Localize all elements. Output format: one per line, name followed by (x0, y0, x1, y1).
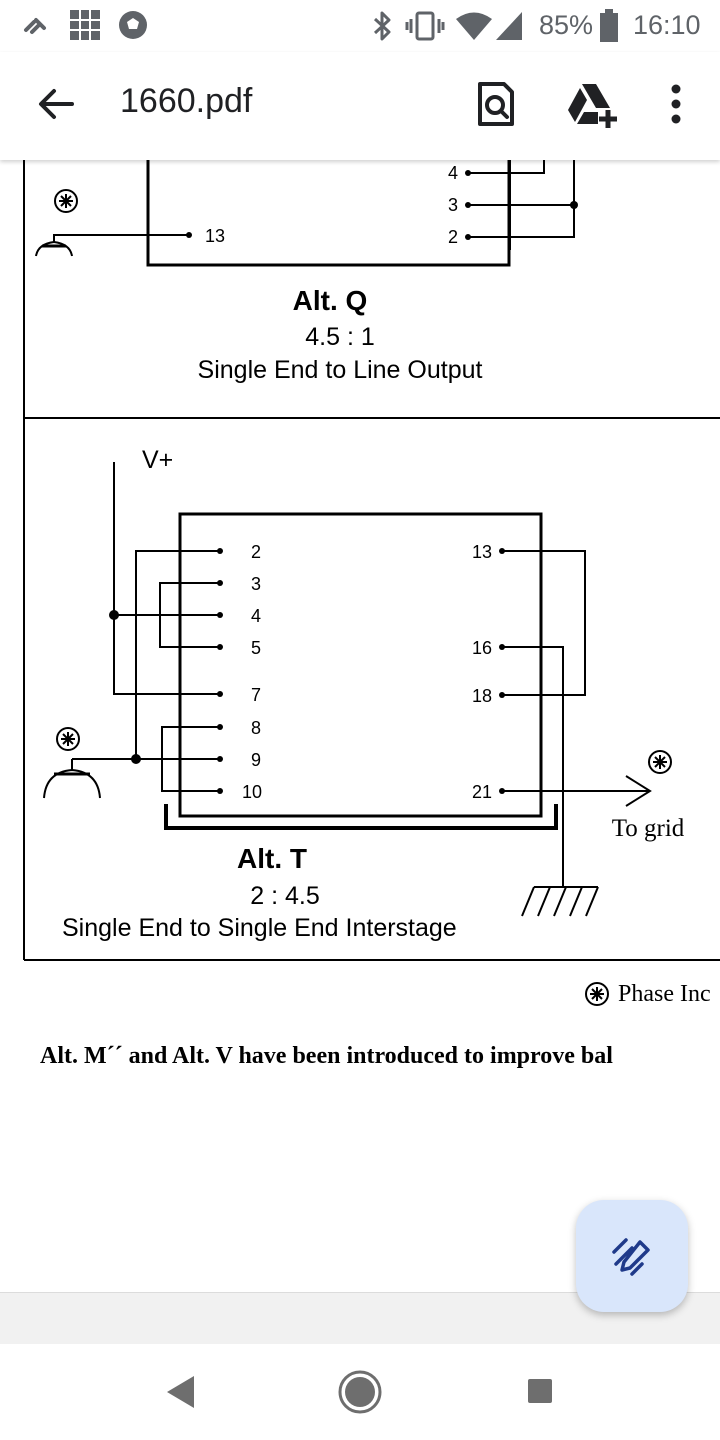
signal-icon (496, 12, 522, 40)
alt-t-pin-16: 16 (472, 638, 492, 658)
to-grid-label: To grid (612, 815, 685, 842)
alt-q-pin-13: 13 (205, 226, 225, 246)
alt-t-ratio: 2 : 4.5 (250, 882, 320, 910)
alt-q-title: Alt. Q (293, 285, 368, 316)
vibrate-icon (405, 11, 445, 41)
soccer-ball-icon (119, 11, 147, 39)
alt-q-description: Single End to Line Output (198, 356, 483, 384)
back-arrow-icon[interactable] (34, 82, 78, 126)
alt-t-pin-21: 21 (472, 782, 492, 802)
schematic-page: 4 3 2 13 Alt. Q 4.5 : 1 Single End to Li… (23, 160, 720, 1069)
phase-symbol (54, 189, 78, 213)
find-in-page-icon[interactable] (474, 80, 518, 128)
add-to-drive-icon[interactable] (566, 80, 618, 128)
battery-percentage: 85% (539, 10, 594, 40)
alt-q-pin-2: 2 (448, 227, 458, 247)
alt-t-pin-13: 13 (472, 542, 492, 562)
nav-home-icon[interactable] (336, 1368, 384, 1416)
alt-t-pin-10: 10 (242, 782, 262, 802)
wifi-icon (456, 12, 492, 40)
alt-q-pin-4: 4 (448, 163, 458, 183)
status-bar: 85% 16:10 (0, 0, 720, 52)
annotate-button[interactable] (576, 1200, 688, 1312)
document-title: 1660.pdf (120, 82, 253, 120)
phase-symbol (585, 982, 609, 1006)
clock: 16:10 (633, 10, 701, 40)
alt-t-pin-5: 5 (251, 638, 261, 658)
alt-t-pin-4: 4 (251, 606, 261, 626)
alt-t-pin-2: 2 (251, 542, 261, 562)
phase-symbol (56, 727, 80, 751)
alt-t-pin-8: 8 (251, 718, 261, 738)
alt-t-title: Alt. T (237, 843, 307, 874)
navigation-bar (0, 1344, 720, 1440)
app-bar: 1660.pdf (0, 52, 720, 160)
alt-q-diagram: 4 3 2 13 Alt. Q 4.5 : 1 Single End to Li… (23, 160, 720, 419)
alt-t-pin-3: 3 (251, 574, 261, 594)
supply-label: V+ (142, 446, 173, 474)
nav-back-icon[interactable] (164, 1374, 196, 1410)
alt-t-pin-9: 9 (251, 750, 261, 770)
app-grid-icon (70, 10, 100, 40)
fanfare-icon (24, 18, 46, 34)
more-options-icon[interactable] (664, 80, 688, 128)
annotate-pen-icon (612, 1238, 650, 1276)
phase-symbol (648, 750, 672, 774)
nav-recents-icon[interactable] (527, 1378, 553, 1404)
pdf-page-view[interactable]: 4 3 2 13 Alt. Q 4.5 : 1 Single End to Li… (0, 160, 720, 1292)
alt-t-pin-7: 7 (251, 685, 261, 705)
bluetooth-icon (373, 11, 391, 41)
alt-t-pin-18: 18 (472, 686, 492, 706)
alt-t-diagram: V+ 2 3 4 5 7 8 9 10 (23, 418, 720, 961)
alt-q-ratio: 4.5 : 1 (305, 323, 375, 351)
legend-text: Phase Inc (618, 981, 711, 1007)
battery-icon (600, 9, 618, 42)
body-paragraph: Alt. M´´ and Alt. V have been introduced… (40, 1043, 613, 1069)
alt-t-description: Single End to Single End Interstage (62, 914, 457, 942)
alt-q-pin-3: 3 (448, 195, 458, 215)
